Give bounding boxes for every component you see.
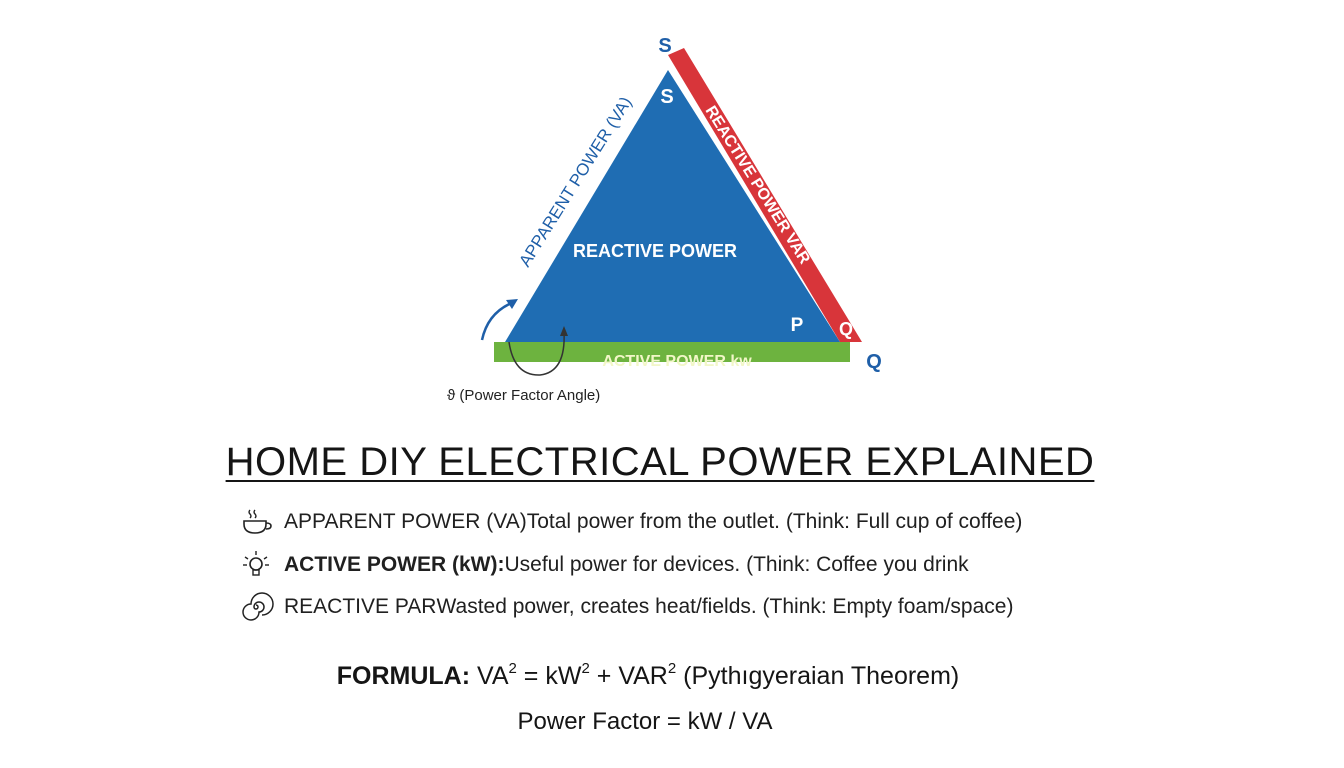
list-item: ACTIVE POWER (kW): Useful power for devi… (240, 549, 969, 581)
active-power-base-label: ACTIVE POWER kw (602, 353, 752, 370)
formula-va: VA (477, 662, 509, 690)
reactive-power-item-label: REACTIVE PAR (284, 595, 437, 618)
label-p: P (791, 315, 804, 336)
formula-plus: + (589, 662, 619, 690)
swirl-icon (240, 591, 274, 623)
label-q-outer: Q (866, 351, 882, 373)
curved-arrow-icon (480, 300, 515, 341)
formula-kw: kW (545, 662, 582, 690)
triangle-center-label: REACTIVE POWER (573, 241, 737, 261)
active-power-item-desc: Useful power for devices. (Think: Coffee… (504, 553, 969, 576)
power-triangle (505, 70, 840, 342)
angle-arc-arrowhead-icon (560, 326, 568, 336)
page-title: HOME DIY ELECTRICAL POWER EXPLAINED (225, 440, 1095, 484)
arrow-head-icon (506, 299, 518, 309)
formula-exp-va: 2 (508, 660, 517, 677)
vertex-label-s-outer: S (658, 35, 671, 57)
list-item: APPARENT POWER (VA) Total power from the… (240, 506, 1022, 538)
formula-equals: = (516, 662, 546, 690)
formula-exp-kw: 2 (581, 660, 590, 677)
formula-exp-var: 2 (667, 660, 677, 677)
formula-prefix: FORMULA: (336, 662, 471, 690)
power-triangle-diagram: S S APPARENT POWER (VA) REACTIVE POWER V… (447, 35, 882, 404)
reactive-power-item-desc: Wasted power, creates heat/fields. (Thin… (436, 595, 1014, 618)
active-power-item-label: ACTIVE POWER (kW): (284, 553, 505, 576)
active-power-band (494, 342, 850, 362)
vertex-label-s-inner: S (660, 86, 673, 108)
lightbulb-icon (240, 549, 274, 581)
formula-var: VAR (618, 662, 668, 690)
formula-note: (Pythıgyeraian Theorem) (683, 662, 960, 690)
reactive-power-band (668, 48, 862, 342)
apparent-power-item-desc: Total power from the outlet. (Think: Ful… (526, 510, 1023, 533)
label-q-inner: Q (839, 319, 853, 339)
formula-line: FORMULA: VA2 = kW2 + VAR2 (Pythıgyeraian… (0, 660, 1296, 691)
power-factor-angle-note: ϑ (Power Factor Angle) (447, 387, 600, 404)
angle-arc-icon (508, 331, 565, 376)
list-item: REACTIVE PAR Wasted power, creates heat/… (240, 591, 1013, 623)
coffee-cup-icon (240, 506, 274, 538)
power-factor-line: Power Factor = kW / VA (517, 708, 773, 735)
apparent-power-item-label: APPARENT POWER (VA) (284, 510, 527, 533)
